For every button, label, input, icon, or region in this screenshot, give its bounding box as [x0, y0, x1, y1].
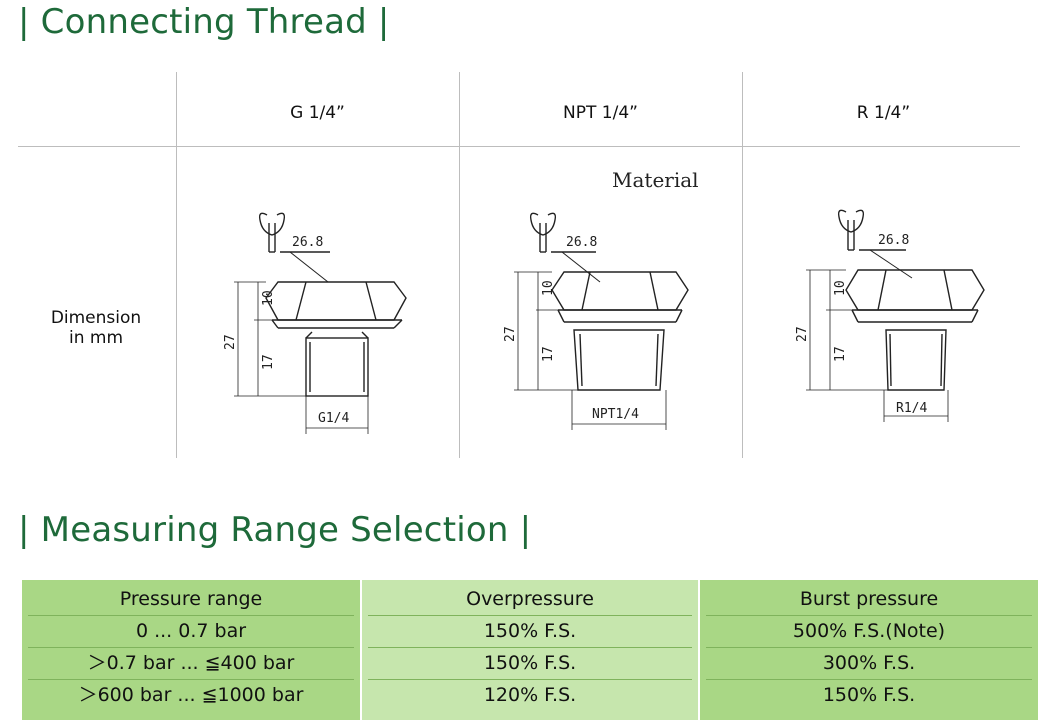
- table-cell: 150% F.S.: [368, 616, 692, 648]
- table-cell: ＞600 bar ... ≦1000 bar: [78, 684, 304, 706]
- r14-dimension-drawing: 26.8 10 17 27 R1/4: [795, 209, 985, 422]
- hex-height-label: 10: [541, 280, 556, 296]
- total-height-label: 27: [795, 326, 810, 342]
- table-header-cell: Burst pressure: [706, 584, 1032, 616]
- hex-height-label: 10: [833, 280, 848, 296]
- thread-type-label: R1/4: [896, 401, 927, 416]
- thread-type-label: G1/4: [318, 411, 349, 426]
- measuring-range-table: Pressure range 0 ... 0.7 bar ＞0.7 bar ..…: [22, 580, 1038, 720]
- wrench-size-label: 26.8: [292, 235, 323, 250]
- total-height-label: 27: [503, 326, 518, 342]
- table-header-cell: Overpressure: [368, 584, 692, 616]
- table-divider: [742, 72, 743, 458]
- burst-pressure-column: Burst pressure 500% F.S.(Note) 300% F.S.…: [700, 580, 1038, 720]
- column-header-npt14: NPT 1/4”: [563, 103, 638, 123]
- material-overlay-text: Material: [612, 168, 699, 190]
- thread-type-label: NPT1/4: [592, 407, 639, 422]
- hex-height-label: 10: [261, 290, 276, 306]
- table-cell: 500% F.S.(Note): [706, 616, 1032, 648]
- row-label-line: in mm: [68, 328, 124, 348]
- table-divider: [459, 72, 460, 458]
- table-header-cell: Pressure range: [28, 584, 354, 616]
- table-divider: [176, 72, 177, 458]
- wrench-size-label: 26.8: [878, 233, 909, 248]
- thread-length-label: 17: [541, 346, 556, 362]
- row-label-line: Dimension: [50, 308, 142, 328]
- table-cell: 150% F.S.: [368, 648, 692, 680]
- npt14-dimension-drawing: 26.8 10 17 27 NPT1/4: [503, 212, 689, 430]
- table-cell: 0 ... 0.7 bar: [28, 616, 354, 648]
- wrench-size-label: 26.8: [566, 235, 597, 250]
- row-label-dimension: Dimension in mm: [26, 308, 166, 348]
- column-header-g14: G 1/4”: [290, 103, 345, 123]
- thread-length-label: 17: [833, 346, 848, 362]
- table-cell: 150% F.S.: [822, 684, 916, 706]
- g14-dimension-drawing: 26.8 10 17 27 G1/4: [223, 212, 407, 434]
- table-divider: [18, 146, 1020, 147]
- overpressure-column: Overpressure 150% F.S. 150% F.S. 120% F.…: [362, 580, 698, 720]
- connecting-thread-heading: | Connecting Thread |: [18, 2, 390, 42]
- total-height-label: 27: [223, 334, 238, 350]
- table-cell: 300% F.S.: [706, 648, 1032, 680]
- table-cell: 120% F.S.: [483, 684, 577, 706]
- pressure-range-column: Pressure range 0 ... 0.7 bar ＞0.7 bar ..…: [22, 580, 360, 720]
- column-header-r14: R 1/4”: [856, 103, 911, 123]
- table-cell: ＞0.7 bar ... ≦400 bar: [28, 648, 354, 680]
- thread-length-label: 17: [261, 354, 276, 370]
- measuring-range-heading: | Measuring Range Selection |: [18, 510, 532, 550]
